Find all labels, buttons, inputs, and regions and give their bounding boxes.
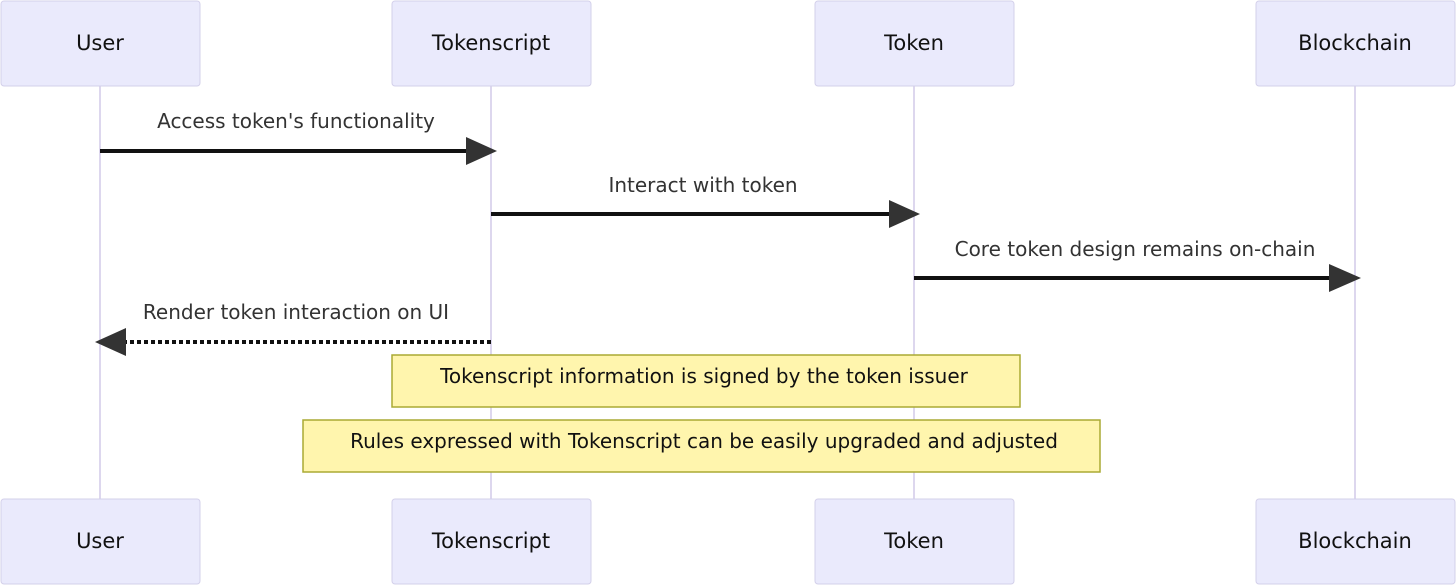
actor-bottom-user: User bbox=[0, 498, 201, 585]
message-render-on-ui: Render token interaction on UI bbox=[95, 300, 491, 356]
note-easily-upgraded: Rules expressed with Tokenscript can be … bbox=[302, 419, 1101, 473]
actor-label: Token bbox=[883, 529, 944, 553]
actor-label: Blockchain bbox=[1298, 529, 1412, 553]
arrowhead-right-icon bbox=[466, 137, 497, 165]
message-interact-with-token: Interact with token bbox=[491, 173, 920, 228]
actor-top-blockchain: Blockchain bbox=[1255, 0, 1456, 87]
actor-top-token: Token bbox=[814, 0, 1015, 87]
actor-bottom-token: Token bbox=[814, 498, 1015, 585]
message-access-functionality: Access token's functionality bbox=[100, 109, 497, 165]
actor-label: Token bbox=[883, 31, 944, 55]
actor-label: User bbox=[76, 529, 124, 553]
actor-label: Tokenscript bbox=[431, 529, 550, 553]
actor-top-tokenscript: Tokenscript bbox=[391, 0, 592, 87]
note-text: Tokenscript information is signed by the… bbox=[439, 364, 969, 388]
arrowhead-right-icon bbox=[1329, 264, 1361, 292]
message-label: Render token interaction on UI bbox=[143, 300, 449, 324]
message-label: Access token's functionality bbox=[157, 109, 435, 133]
note-signed-by-issuer: Tokenscript information is signed by the… bbox=[391, 354, 1021, 408]
actor-label: User bbox=[76, 31, 124, 55]
note-text: Rules expressed with Tokenscript can be … bbox=[350, 429, 1058, 453]
actor-label: Tokenscript bbox=[431, 31, 550, 55]
arrowhead-left-icon bbox=[95, 328, 126, 356]
message-label: Core token design remains on-chain bbox=[955, 237, 1316, 261]
message-core-design-on-chain: Core token design remains on-chain bbox=[914, 237, 1361, 292]
actor-top-user: User bbox=[0, 0, 201, 87]
actor-bottom-tokenscript: Tokenscript bbox=[391, 498, 592, 585]
actor-label: Blockchain bbox=[1298, 31, 1412, 55]
actor-bottom-blockchain: Blockchain bbox=[1255, 498, 1456, 585]
message-label: Interact with token bbox=[608, 173, 797, 197]
arrowhead-right-icon bbox=[889, 200, 920, 228]
